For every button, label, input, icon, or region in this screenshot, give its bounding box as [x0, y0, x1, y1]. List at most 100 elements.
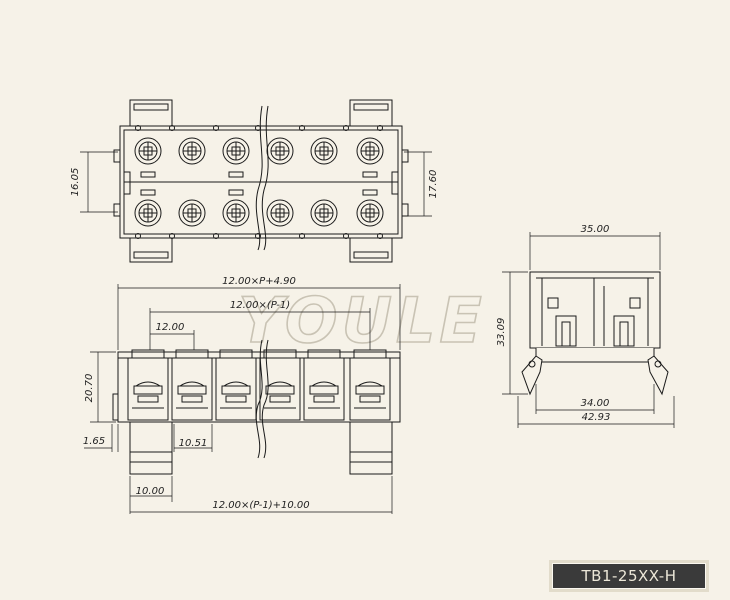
marker-slot [228, 189, 244, 196]
screw-outer [356, 137, 384, 165]
screw-outer [356, 199, 384, 227]
dim-foot-width-lines [129, 476, 173, 502]
dim-pitch-span: 12.00×(P-1) [230, 300, 290, 311]
cell-top-cap [263, 349, 297, 359]
marker-slot [140, 171, 156, 178]
dim-side-inner-width: 34.00 [581, 398, 610, 409]
screw-center [275, 208, 285, 218]
dim-offset: 1.65 [83, 436, 105, 447]
screw-center [275, 146, 285, 156]
edge-rivet [299, 233, 305, 239]
left-bump-upper [113, 149, 121, 163]
cell-top-cap [307, 349, 341, 359]
front-terminal-cell [171, 349, 213, 421]
screw-outer [178, 199, 206, 227]
side-right-hook [647, 355, 669, 396]
clamp-upper [355, 385, 385, 395]
break-line-left [255, 105, 263, 251]
dim-overall-bottom-lines [129, 476, 393, 514]
screw-head-arc [267, 381, 293, 387]
side-left-hook-pin [528, 360, 536, 368]
dim-side-inner-width-lines [535, 384, 655, 414]
terminal-screw [222, 199, 250, 227]
dim-overall-bottom: 12.00×(P-1)+10.00 [212, 500, 309, 511]
side-view [521, 271, 669, 396]
dim-pitch-lines [150, 330, 195, 350]
clamp-lower [137, 395, 159, 403]
terminal-screw [222, 137, 250, 165]
screw-outer [222, 137, 250, 165]
front-body-outline [117, 351, 401, 423]
edge-rivet [343, 125, 349, 131]
front-terminal-cell [303, 349, 345, 421]
top-right-foot-slot [353, 103, 389, 111]
terminal-screw [178, 137, 206, 165]
screw-outer [266, 199, 294, 227]
part-code-box: TB1-25XX-H [549, 560, 709, 592]
screw-center [231, 208, 241, 218]
front-view [112, 339, 401, 475]
marker-slot [140, 189, 156, 196]
right-bump-upper [401, 149, 409, 163]
front-left-foot [129, 419, 173, 475]
screw-center [231, 146, 241, 156]
terminal-screw [178, 199, 206, 227]
screw-center [319, 146, 329, 156]
terminal-screw [310, 137, 338, 165]
edge-rivet [135, 125, 141, 131]
dim-right-height-lines [404, 151, 432, 217]
clamp-lower [225, 395, 247, 403]
dim-side-overall-width-lines [517, 396, 675, 428]
screw-center [319, 208, 329, 218]
screw-center [187, 208, 197, 218]
front-terminal-cell [215, 349, 257, 421]
dim-height: 20.70 [84, 374, 95, 403]
clamp-lower [313, 395, 335, 403]
edge-rivet [299, 125, 305, 131]
front-right-foot [349, 419, 393, 475]
terminal-screw [310, 199, 338, 227]
clamp-lower [269, 395, 291, 403]
dim-side-top-width: 35.00 [581, 224, 610, 235]
terminal-screw [266, 199, 294, 227]
screw-outer [134, 137, 162, 165]
screw-outer [134, 199, 162, 227]
screw-center [365, 146, 375, 156]
edge-rivet [169, 233, 175, 239]
side-body-outline [529, 271, 661, 349]
clamp-lower [359, 395, 381, 403]
screw-center [143, 146, 153, 156]
screw-center [365, 208, 375, 218]
cell-top-cap [175, 349, 209, 359]
dim-overall-top: 12.00×P+4.90 [222, 276, 296, 287]
clamp-upper [309, 385, 339, 395]
screw-head-arc [223, 381, 249, 387]
screw-head-arc [179, 381, 205, 387]
clamp-upper [177, 385, 207, 395]
dim-offset-lines [84, 424, 119, 452]
side-rail-clip [535, 348, 655, 363]
front-terminal-cell [259, 349, 301, 421]
terminal-screw [134, 137, 162, 165]
side-right-window [629, 297, 641, 309]
edge-rivet [255, 233, 261, 239]
dim-side-height-lines [502, 271, 528, 395]
edge-rivet [377, 233, 383, 239]
screw-outer [266, 137, 294, 165]
marker-slot [362, 189, 378, 196]
screw-center [187, 146, 197, 156]
edge-rivet [135, 233, 141, 239]
edge-rivet [213, 125, 219, 131]
clamp-upper [221, 385, 251, 395]
top-view [113, 99, 409, 263]
dim-left-height: 16.05 [70, 168, 81, 197]
dim-slot-width-lines [173, 424, 213, 452]
edge-rivet [213, 233, 219, 239]
dim-slot-width: 10.51 [179, 438, 208, 449]
bottom-left-foot-slot [133, 251, 169, 259]
dimensions: 16.05 17.60 12.00×P+4.90 12.00×(P-1) 12.… [70, 151, 675, 514]
cell-top-cap [219, 349, 253, 359]
front-terminal-cell [127, 349, 169, 421]
